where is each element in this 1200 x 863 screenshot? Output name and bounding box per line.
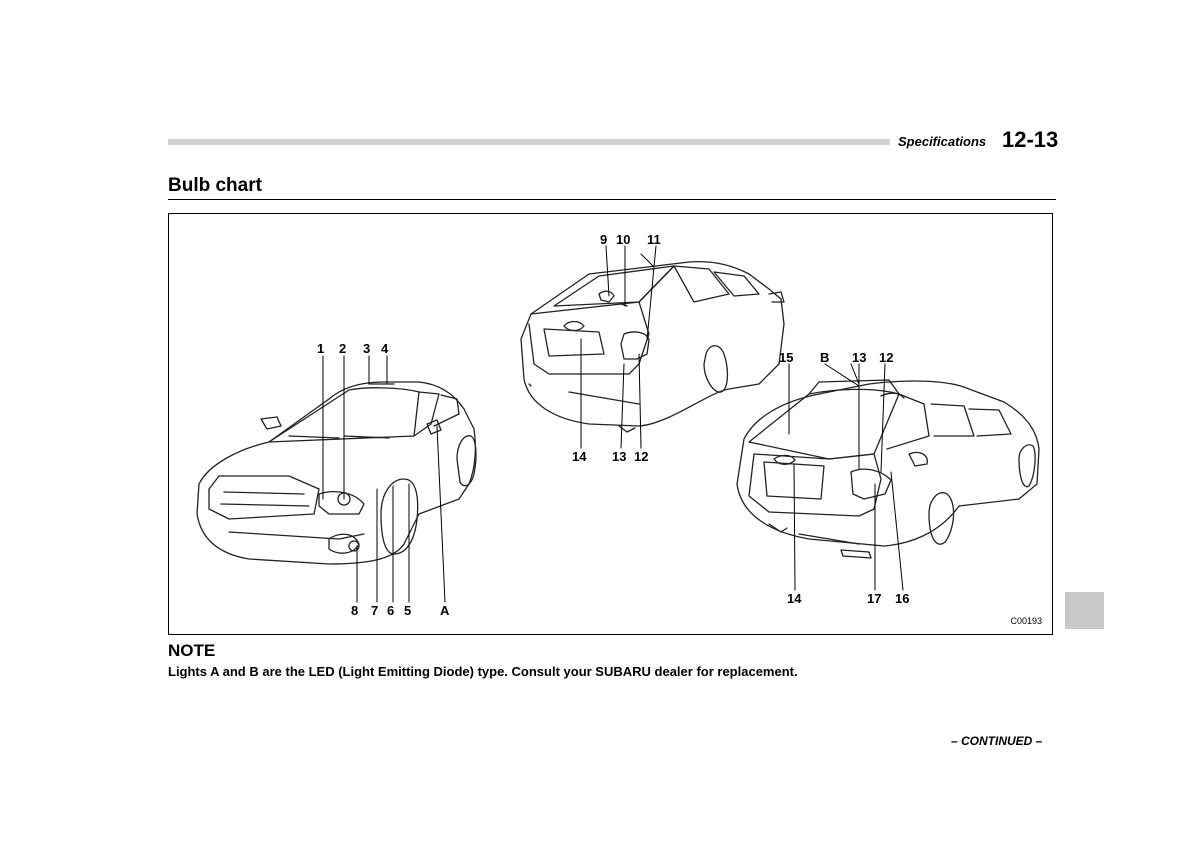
callout-15: 15	[779, 350, 794, 365]
figure-code: C00193	[1010, 616, 1042, 626]
callout-5: 5	[404, 603, 412, 618]
front-car-drawing	[196, 381, 477, 565]
callout-7: 7	[371, 603, 379, 618]
note-heading: NOTE	[168, 641, 216, 660]
callout-4: 4	[381, 341, 389, 356]
rear-hatchback-drawing	[736, 379, 1040, 559]
leader-11	[646, 245, 657, 341]
callout-1: 1	[317, 341, 325, 356]
section-name: Specifications	[898, 134, 987, 149]
leader-16	[890, 471, 904, 591]
leader-A	[436, 425, 446, 603]
header-rule	[168, 139, 890, 145]
callout-12-sedan: 12	[634, 449, 649, 464]
callout-17: 17	[867, 591, 882, 606]
callout-14-hatch: 14	[787, 591, 802, 606]
leader-12a	[638, 353, 642, 449]
callout-16: 16	[895, 591, 910, 606]
callout-A: A	[440, 603, 450, 618]
chapter-tab	[1065, 592, 1104, 629]
leader-14b	[793, 463, 796, 591]
continued-label: – CONTINUED –	[951, 734, 1043, 748]
callout-11: 11	[647, 232, 661, 247]
rear-sedan-drawing	[520, 260, 785, 433]
leader-rear-mark	[640, 253, 654, 267]
note-text: Lights A and B are the LED (Light Emitti…	[168, 664, 798, 679]
title-rule	[168, 199, 1056, 200]
leader-12b	[880, 363, 886, 473]
leader-9	[605, 245, 610, 297]
callout-6: 6	[387, 603, 395, 618]
callout-B: B	[820, 350, 830, 365]
callout-2: 2	[339, 341, 347, 356]
bulb-chart-figure: 1 2 3 4 8 7 6 5 A 9 10 11 14 13 12 15 B …	[168, 213, 1053, 635]
callout-10: 10	[616, 232, 631, 247]
callout-9: 9	[600, 232, 608, 247]
leader-B	[824, 363, 860, 387]
page-title: Bulb chart	[168, 175, 262, 196]
page-number: 12-13	[1002, 127, 1059, 152]
callout-14-sedan: 14	[572, 449, 587, 464]
car-illustrations	[196, 245, 1040, 603]
callout-13-sedan: 13	[612, 449, 627, 464]
leader-B-arrow	[850, 363, 860, 385]
callout-leader-lines	[322, 245, 904, 603]
callout-3: 3	[363, 341, 371, 356]
callout-8: 8	[351, 603, 359, 618]
callout-12-hatch: 12	[879, 350, 894, 365]
callout-13-hatch: 13	[852, 350, 867, 365]
leader-13a	[620, 363, 625, 449]
